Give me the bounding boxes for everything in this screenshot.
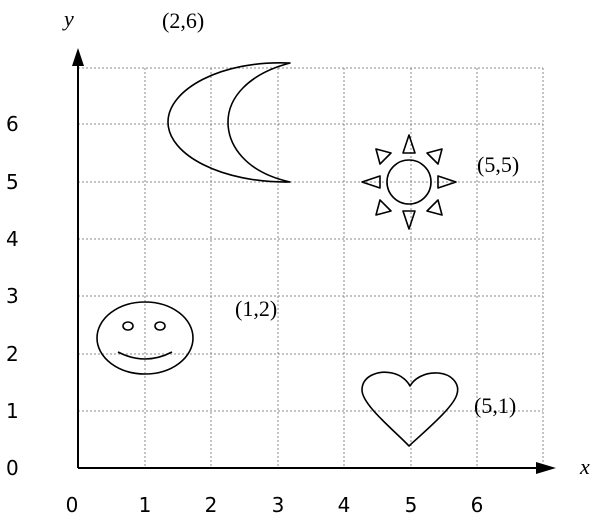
x-tick-label: 2 [205, 493, 218, 517]
smiley-face-icon [96, 301, 194, 375]
x-axis-arrow [536, 462, 556, 474]
moon-coordinate-label: (2,6) [162, 8, 204, 33]
y-tick-label: 6 [6, 112, 19, 136]
x-tick-label: 0 [66, 493, 79, 517]
x-tick-label: 5 [405, 493, 418, 517]
smiley-coordinate-label: (1,2) [235, 296, 277, 321]
heart-icon [361, 371, 459, 447]
y-axis-label: y [62, 6, 74, 31]
y-tick-label: 4 [6, 227, 19, 251]
heart-coordinate-label: (5,1) [474, 393, 516, 418]
y-tick-label: 1 [6, 399, 19, 423]
grid [78, 67, 544, 468]
y-tick-label: 0 [6, 456, 19, 480]
y-axis-arrow [72, 48, 84, 66]
x-axis-label: x [579, 454, 590, 479]
x-tick-label: 1 [139, 493, 152, 517]
x-tick-label: 3 [272, 493, 285, 517]
y-tick-label: 5 [6, 170, 19, 194]
y-tick-label: 3 [6, 284, 19, 308]
x-tick-label: 4 [338, 493, 351, 517]
sun-icon [361, 134, 457, 230]
moon-icon [167, 62, 291, 183]
sun-coordinate-label: (5,5) [477, 152, 519, 177]
y-tick-label: 2 [6, 342, 19, 366]
x-tick-label: 6 [471, 493, 484, 517]
